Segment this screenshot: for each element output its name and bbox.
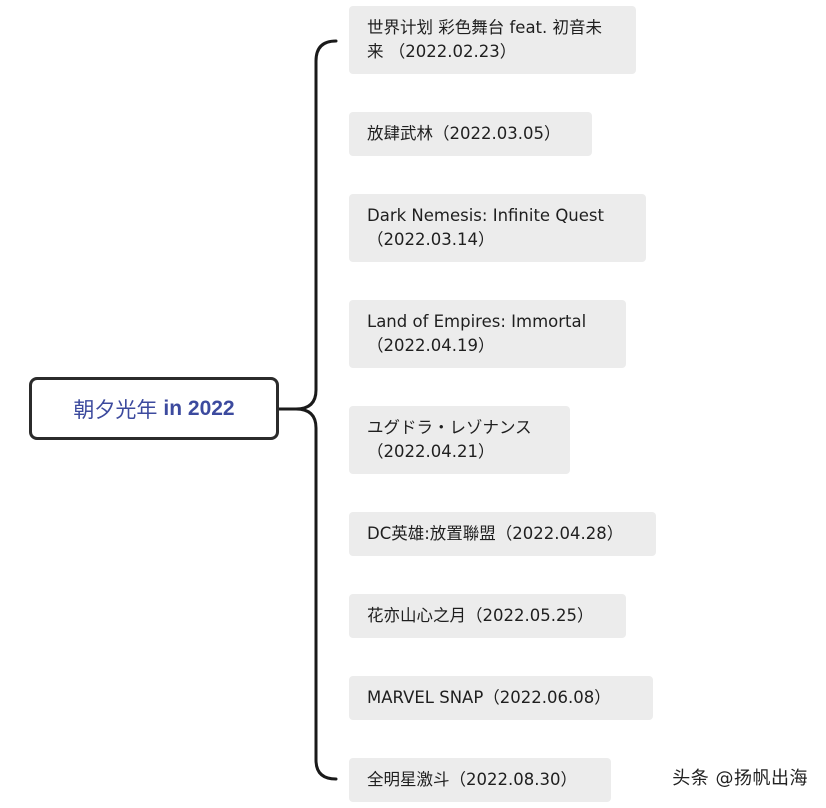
brace-lower: [294, 407, 338, 781]
topic-node-5-line1: ユグドラ・レゾナンス: [367, 418, 532, 437]
topic-node-6[interactable]: DC英雄:放置聯盟（2022.04.28）: [349, 512, 656, 556]
topic-node-9-line1: 全明星激斗（2022.08.30）: [367, 770, 577, 789]
topic-node-3-line1: Dark Nemesis: Infinite Quest: [367, 206, 604, 225]
topic-node-7-line1: 花亦山心之月（2022.05.25）: [367, 606, 594, 625]
topic-node-4-line2: （2022.04.19）: [367, 336, 495, 355]
topic-node-4-line1: Land of Empires: Immortal: [367, 312, 587, 331]
root-title-en: in 2022: [163, 396, 235, 420]
topic-node-8-line1: MARVEL SNAP（2022.06.08）: [367, 688, 611, 707]
topic-node-1-line1: 世界计划 彩色舞台 feat. 初音未: [367, 18, 603, 37]
topic-node-2[interactable]: 放肆武林（2022.03.05）: [349, 112, 592, 156]
topic-node-4[interactable]: Land of Empires: Immortal （2022.04.19）: [349, 300, 626, 368]
topic-node-3[interactable]: Dark Nemesis: Infinite Quest （2022.03.14…: [349, 194, 646, 262]
topic-node-1-line2: 来 （2022.02.23）: [367, 42, 517, 61]
brace-upper: [294, 39, 338, 411]
topic-node-6-line1: DC英雄:放置聯盟（2022.04.28）: [367, 524, 624, 543]
root-topic[interactable]: 朝夕光年 in 2022: [29, 377, 279, 440]
topic-node-3-line2: （2022.03.14）: [367, 230, 495, 249]
topic-node-5[interactable]: ユグドラ・レゾナンス （2022.04.21）: [349, 406, 570, 474]
topic-node-9[interactable]: 全明星激斗（2022.08.30）: [349, 758, 611, 802]
topic-node-5-line2: （2022.04.21）: [367, 442, 495, 461]
topic-node-7[interactable]: 花亦山心之月（2022.05.25）: [349, 594, 626, 638]
watermark-text: 头条 @扬帆出海: [672, 768, 808, 789]
topic-node-8[interactable]: MARVEL SNAP（2022.06.08）: [349, 676, 653, 720]
topic-node-2-line1: 放肆武林（2022.03.05）: [367, 124, 561, 143]
root-title-cn: 朝夕光年: [73, 397, 158, 422]
topic-node-1[interactable]: 世界计划 彩色舞台 feat. 初音未 来 （2022.02.23）: [349, 6, 636, 74]
